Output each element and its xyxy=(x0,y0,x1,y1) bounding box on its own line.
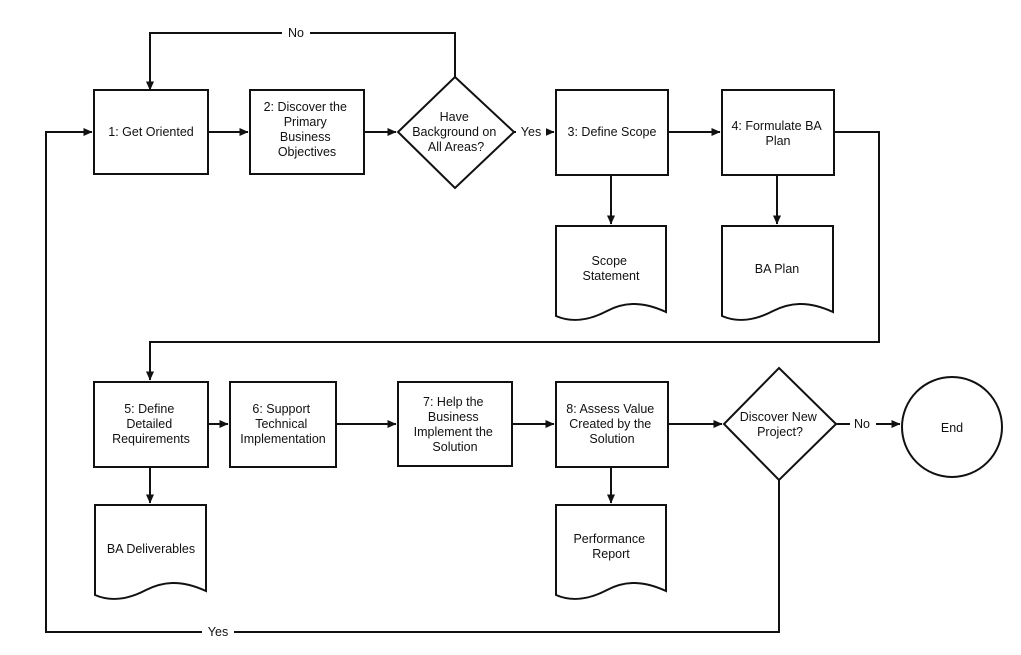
doc-ba-deliverables-label: BA Deliverables xyxy=(107,542,195,556)
decision-have-background-label: Have Background on All Areas? xyxy=(412,110,500,154)
doc-performance-report: Performance Report xyxy=(555,504,667,600)
node-get-oriented: 1: Get Oriented xyxy=(93,89,209,175)
edge-label-background-no: No xyxy=(288,26,304,40)
node-define-scope: 3: Define Scope xyxy=(555,89,669,176)
node-discover-objectives: 2: Discover the Primary Business Objecti… xyxy=(249,89,365,175)
node-assess-value: 8: Assess Value Created by the Solution xyxy=(555,381,669,468)
node-support-implementation: 6: Support Technical Implementation xyxy=(229,381,337,468)
edge-labels: No Yes No Yes xyxy=(202,25,876,640)
node-define-requirements-label: 5: Define Detailed Requirements xyxy=(112,402,190,446)
node-formulate-plan: 4: Formulate BA Plan xyxy=(721,89,835,176)
node-assess-value-label: 8: Assess Value Created by the Solution xyxy=(566,402,658,446)
connector-decision-yes-loop xyxy=(45,128,780,633)
node-define-requirements: 5: Define Detailed Requirements xyxy=(93,381,209,468)
edge-label-background-yes: Yes xyxy=(521,125,541,139)
connector-decision-no-loop xyxy=(146,32,456,91)
edge-label-project-yes: Yes xyxy=(208,625,228,639)
doc-ba-deliverables: BA Deliverables xyxy=(94,504,207,600)
doc-ba-plan: BA Plan xyxy=(721,225,834,321)
node-support-implementation-label: 6: Support Technical Implementation xyxy=(240,402,326,446)
doc-scope-statement-label: Scope Statement xyxy=(583,254,641,283)
doc-performance-report-label: Performance Report xyxy=(573,532,648,561)
node-discover-objectives-label: 2: Discover the Primary Business Objecti… xyxy=(264,100,351,159)
terminal-end-label: End xyxy=(941,421,963,435)
decision-discover-project: Discover New Project? xyxy=(722,366,838,482)
node-help-business: 7: Help the Business Implement the Solut… xyxy=(397,381,513,467)
node-help-business-label: 7: Help the Business Implement the Solut… xyxy=(414,395,497,454)
node-formulate-plan-label: 4: Formulate BA Plan xyxy=(731,119,824,148)
node-get-oriented-label: 1: Get Oriented xyxy=(108,125,194,139)
doc-scope-statement: Scope Statement xyxy=(555,225,667,321)
edge-label-project-no: No xyxy=(854,417,870,431)
decision-have-background: Have Background on All Areas? xyxy=(396,75,516,190)
node-define-scope-label: 3: Define Scope xyxy=(568,125,657,139)
doc-ba-plan-label: BA Plan xyxy=(755,262,800,276)
connectors xyxy=(45,32,901,633)
connector-plan-to-requirements xyxy=(146,131,880,381)
decision-discover-project-label: Discover New Project? xyxy=(740,410,821,439)
terminal-end: End xyxy=(901,376,1003,478)
